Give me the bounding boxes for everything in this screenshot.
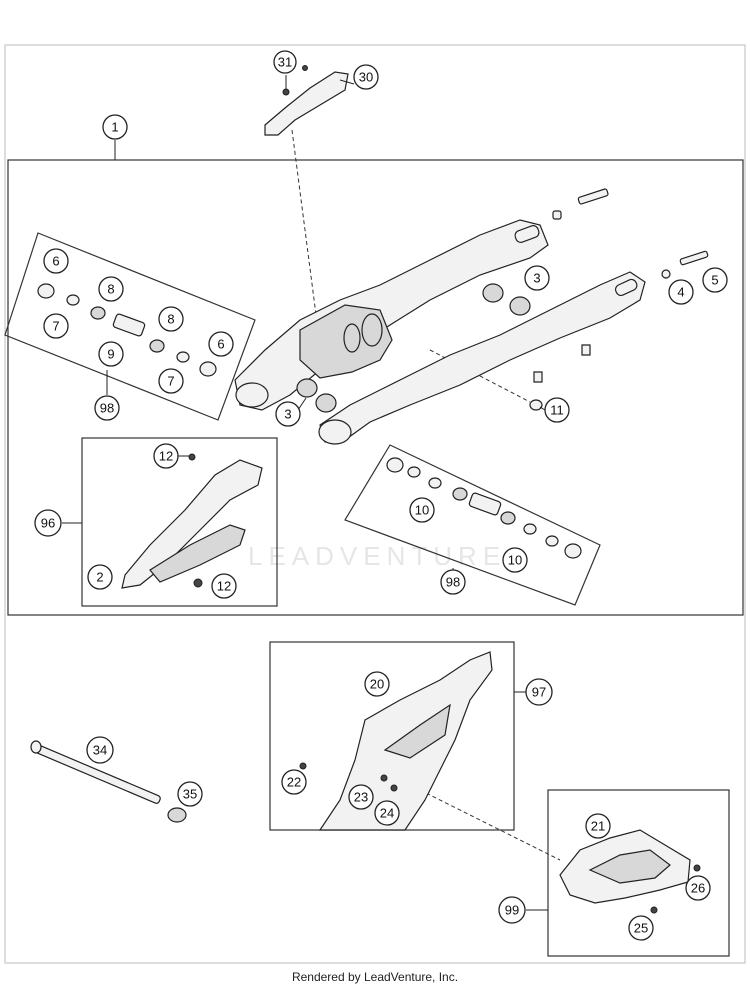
callout-9: 9 bbox=[98, 341, 124, 367]
callout-10a: 10 bbox=[409, 497, 435, 523]
callout-31: 31 bbox=[273, 50, 297, 74]
svg-text:30: 30 bbox=[359, 70, 373, 85]
svg-text:31: 31 bbox=[278, 55, 292, 70]
swingarm-box bbox=[7, 159, 744, 616]
chain-slider-box bbox=[81, 437, 278, 607]
svg-text:10: 10 bbox=[508, 553, 522, 568]
svg-text:10: 10 bbox=[415, 503, 429, 518]
bolt-parts bbox=[552, 188, 709, 279]
svg-text:7: 7 bbox=[167, 374, 174, 389]
svg-text:3: 3 bbox=[533, 271, 540, 286]
callout-30: 30 bbox=[353, 64, 379, 90]
callout-98a: 98 bbox=[94, 395, 120, 421]
svg-text:1: 1 bbox=[111, 120, 118, 135]
callout-11: 11 bbox=[544, 397, 570, 423]
bearing-set-right bbox=[344, 444, 601, 606]
svg-text:8: 8 bbox=[107, 282, 114, 297]
callout-35: 35 bbox=[177, 781, 203, 807]
svg-text:20: 20 bbox=[370, 677, 384, 692]
callout-96: 96 bbox=[34, 509, 62, 537]
callout-3a: 3 bbox=[524, 265, 550, 291]
svg-text:35: 35 bbox=[183, 787, 197, 802]
svg-text:7: 7 bbox=[52, 319, 59, 334]
callout-6b: 6 bbox=[208, 331, 234, 357]
callout-21: 21 bbox=[585, 813, 611, 839]
outer-frame bbox=[4, 44, 746, 964]
svg-text:8: 8 bbox=[167, 312, 174, 327]
callout-97: 97 bbox=[525, 678, 553, 706]
guide-chain-slider bbox=[291, 129, 319, 331]
svg-text:21: 21 bbox=[591, 819, 605, 834]
svg-text:98: 98 bbox=[446, 575, 460, 590]
callout-34: 34 bbox=[86, 736, 114, 764]
callout-12b: 12 bbox=[211, 573, 237, 599]
footer-credit: Rendered by LeadVenture, Inc. bbox=[291, 970, 459, 984]
svg-text:12: 12 bbox=[217, 579, 231, 594]
swingarm bbox=[234, 219, 646, 445]
svg-text:99: 99 bbox=[505, 903, 519, 918]
bearing-set-left bbox=[4, 232, 256, 421]
axle-parts bbox=[30, 740, 187, 823]
callout-8b: 8 bbox=[158, 306, 184, 332]
callout-2: 2 bbox=[87, 564, 113, 590]
callout-5: 5 bbox=[702, 267, 728, 293]
svg-text:12: 12 bbox=[159, 449, 173, 464]
svg-text:6: 6 bbox=[52, 254, 59, 269]
bushings-3 bbox=[296, 283, 531, 413]
callout-3b: 3 bbox=[275, 401, 301, 427]
callout-26: 26 bbox=[685, 875, 711, 901]
callout-24: 24 bbox=[374, 800, 400, 826]
svg-text:9: 9 bbox=[107, 347, 114, 362]
washer-11 bbox=[529, 399, 543, 411]
callout-25: 25 bbox=[628, 915, 654, 941]
callout-6a: 6 bbox=[43, 248, 69, 274]
svg-text:25: 25 bbox=[634, 921, 648, 936]
callout-98b: 98 bbox=[440, 569, 466, 595]
svg-text:23: 23 bbox=[354, 790, 368, 805]
svg-text:3: 3 bbox=[284, 407, 291, 422]
svg-text:24: 24 bbox=[380, 806, 394, 821]
svg-text:98: 98 bbox=[100, 401, 114, 416]
svg-text:96: 96 bbox=[41, 516, 55, 531]
callout-20: 20 bbox=[364, 671, 390, 697]
watermark: LEADVENTURE bbox=[248, 541, 506, 571]
callout-1: 1 bbox=[102, 114, 128, 140]
callout-99: 99 bbox=[498, 896, 526, 924]
svg-text:22: 22 bbox=[287, 775, 301, 790]
guide-chain-guard bbox=[419, 789, 561, 861]
svg-text:6: 6 bbox=[217, 337, 224, 352]
guide-swingarm-right bbox=[429, 349, 531, 403]
callout-7a: 7 bbox=[43, 313, 69, 339]
callout-4: 4 bbox=[668, 279, 694, 305]
svg-text:5: 5 bbox=[711, 273, 718, 288]
svg-text:11: 11 bbox=[550, 403, 564, 418]
callout-23: 23 bbox=[348, 784, 374, 810]
svg-text:97: 97 bbox=[532, 685, 546, 700]
chain-slider-part bbox=[264, 65, 349, 136]
callout-8a: 8 bbox=[98, 276, 124, 302]
svg-text:26: 26 bbox=[691, 881, 705, 896]
chain-guide-box bbox=[547, 789, 730, 957]
callout-10b: 10 bbox=[502, 547, 528, 573]
svg-text:34: 34 bbox=[93, 743, 107, 758]
callout-7b: 7 bbox=[158, 368, 184, 394]
svg-text:2: 2 bbox=[96, 570, 103, 585]
svg-text:4: 4 bbox=[677, 285, 684, 300]
callout-22: 22 bbox=[281, 769, 307, 795]
callout-12a: 12 bbox=[153, 443, 179, 469]
